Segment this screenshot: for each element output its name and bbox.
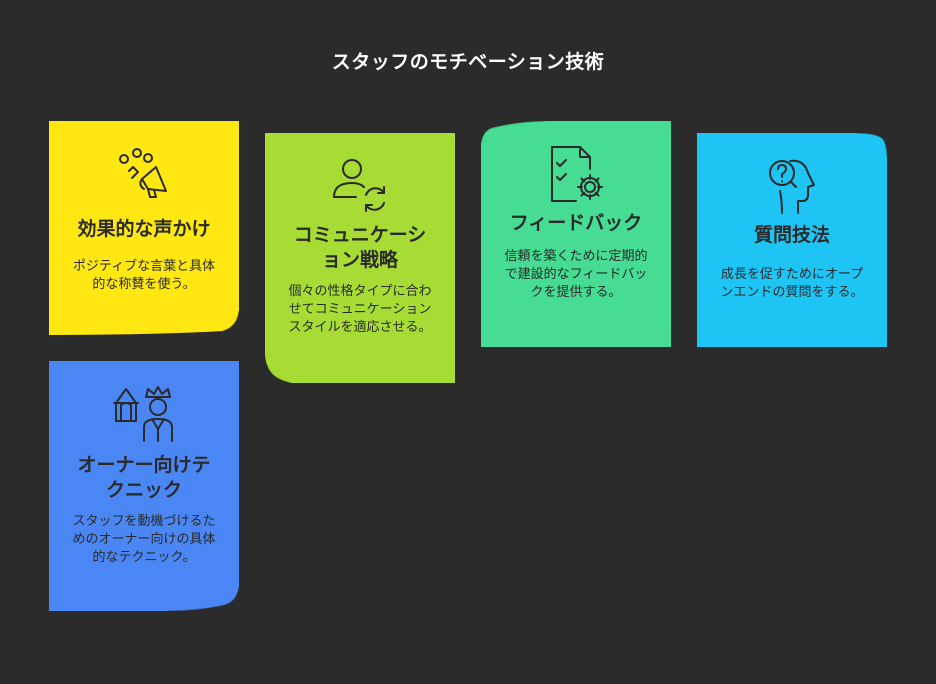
card-description: 成長を促すためにオープンエンドの質問をする。 [720, 267, 864, 300]
card-background [49, 121, 240, 335]
card-title: コミュニケーション戦略 [293, 224, 427, 271]
card-owner-techniques: オーナー向けテクニック スタッフを動機づけるためのオーナー向けの具体的なテクニッ… [49, 361, 240, 612]
megaphone-icon [112, 145, 176, 209]
diagram-title: スタッフのモチベーション技術 [331, 51, 605, 73]
card-background [49, 361, 240, 612]
card-title: フィードバック [509, 212, 643, 234]
card-background [480, 120, 671, 347]
card-title: 効果的な声かけ [77, 218, 211, 240]
card-title: オーナー向けテクニック [77, 454, 211, 501]
card-title: 質問技法 [753, 224, 830, 246]
card-description: 個々の性格タイプに合わせてコミュニケーションスタイルを適応させる。 [288, 284, 432, 335]
card-questioning-technique: 質問技法 成長を促すためにオープンエンドの質問をする。 [697, 132, 888, 347]
card-effective-speaking: 効果的な声かけ ポジティブな言葉と具体的な称賛を使う。 [49, 121, 240, 335]
card-background [697, 132, 888, 347]
card-communication-strategy: コミュニケーション戦略 個々の性格タイプに合わせてコミュニケーションスタイルを適… [265, 133, 455, 384]
card-description: 信頼を築くために定期的で建設的なフィードバックを提供する。 [504, 249, 648, 300]
owner-store-icon [112, 383, 176, 447]
card-background [265, 133, 455, 384]
checklist-gear-icon [544, 143, 608, 207]
card-feedback: フィードバック 信頼を築くために定期的で建設的なフィードバックを提供する。 [480, 120, 671, 347]
head-question-icon [760, 155, 824, 219]
card-description: ポジティブな言葉と具体的な称賛を使う。 [72, 259, 216, 292]
user-sync-icon [328, 153, 392, 217]
card-description: スタッフを動機づけるためのオーナー向けの具体的なテクニック。 [72, 514, 216, 565]
